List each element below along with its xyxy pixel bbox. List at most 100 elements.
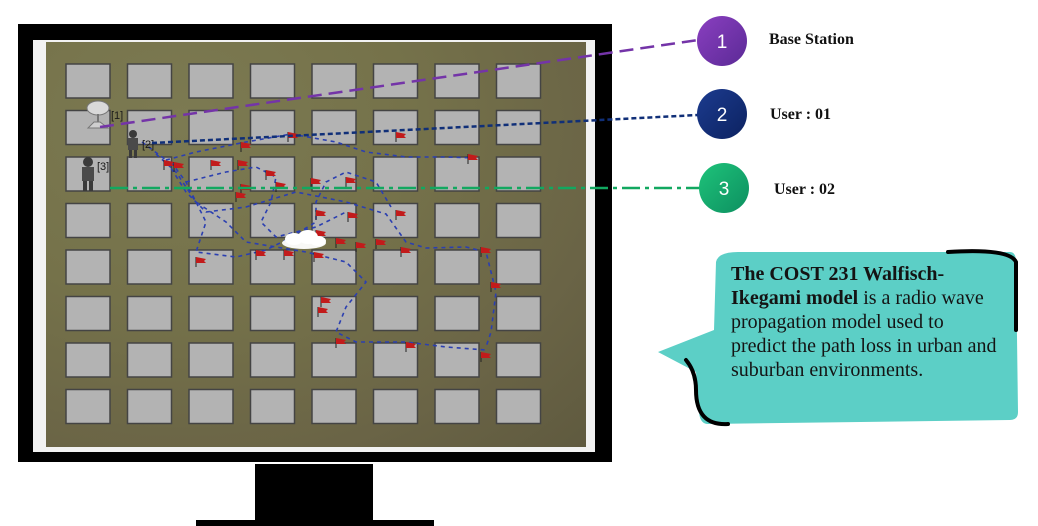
waypoint-flag-icon [395,132,406,142]
waypoint-flag-icon [163,160,174,170]
node-label-3: [3] [97,161,109,173]
node-label-2: [2] [142,139,154,151]
building-block [372,63,419,99]
building-block [249,202,296,239]
building-block [311,342,357,378]
building-block [311,388,357,425]
waypoint-flag-icon [313,252,324,262]
user-02-icon [82,157,94,191]
building-block [495,63,542,99]
building-block [434,388,480,425]
legend-label-user-01: User : 01 [770,106,832,123]
waypoint-flag-icon [317,307,328,317]
waypoint-flag-icon [283,250,294,260]
badge-1: 1 [697,16,747,66]
waypoint-flag-icon [237,160,248,170]
building-block [434,63,480,99]
badge-2: 2 [697,89,747,139]
building-block [65,342,111,378]
building-block [311,109,357,146]
svg-text:3: 3 [719,179,730,200]
building-block [495,388,542,425]
simulation-area: [1] [2] [3] [46,42,586,447]
monitor-stand-base [196,520,434,526]
waypoint-flag-icon [320,297,331,307]
building-block [434,202,480,239]
building-block [126,202,173,239]
building-block [495,202,542,239]
building-grid [65,63,542,425]
building-block [372,295,419,332]
badge-3: 3 [699,163,749,213]
waypoint-flag-icon [210,160,221,170]
building-block [434,342,480,378]
callout-accent-bottom [684,358,730,427]
connector-line-user-01 [151,113,699,145]
building-block [372,388,419,425]
building-block [126,63,173,99]
building-block [372,342,419,378]
svg-text:2: 2 [717,105,728,126]
cloud-icon [282,230,326,249]
building-block [495,156,542,192]
building-block [495,249,542,285]
building-block [188,388,234,425]
building-block [495,295,542,332]
waypoint-flag-icon [467,154,478,164]
waypoint-flag-icon [395,210,406,220]
waypoint-flag-icon [490,282,501,292]
waypoint-flag-icon [315,210,326,220]
waypoint-flag-icon [345,177,356,187]
building-block [126,109,173,146]
waypoint-flag-icon [347,212,358,222]
user-path [155,153,487,351]
building-block [434,295,480,332]
building-block [126,295,173,332]
user-path [185,166,347,238]
building-block [188,63,234,99]
callout-bold-text: The COST 231 Walfisch-Ikegami model [731,263,945,309]
building-block [249,109,296,146]
building-block [311,202,357,239]
waypoint-flag-icon [335,338,346,348]
user-path [141,141,497,348]
callout-bubble [658,252,1018,424]
building-block [434,249,480,285]
waypoint-flag-icon [173,162,184,172]
waypoint-flag-icon [400,247,411,257]
building-block [311,295,357,332]
building-block [249,295,296,332]
building-block [249,388,296,425]
building-block [126,342,173,378]
building-block [65,249,111,285]
building-block [372,156,419,192]
svg-text:1: 1 [717,32,728,53]
connector-line-base-station [99,38,699,129]
waypoint-flag-icon [255,250,266,260]
waypoint-flag-icon [355,242,366,252]
building-block [188,342,234,378]
waypoint-flag-icon [265,170,276,180]
building-block [65,295,111,332]
building-block [65,388,111,425]
building-block [311,156,357,192]
waypoint-flag-icon [310,178,321,188]
waypoint-flag-icon [375,239,386,249]
user-path [165,133,477,161]
monitor-stand-neck [255,464,373,520]
simulation-canvas: [1] [2] [3] [65,63,542,425]
waypoint-flag-icon [480,247,491,257]
waypoint-flag-icon [240,142,251,152]
waypoint-flags [163,132,501,362]
callout-body-text: is a radio wave propagation model used t… [731,287,997,381]
waypoint-flag-icon [195,257,206,267]
building-block [65,63,111,99]
callout-accent-top [946,249,1018,332]
callout-text: The COST 231 Walfisch-Ikegami model is a… [731,262,1001,382]
node-label-1: [1] [111,110,123,122]
building-block [249,342,296,378]
waypoint-flag-icon [235,192,246,202]
waypoint-flag-icon [405,342,416,352]
building-block [126,388,173,425]
